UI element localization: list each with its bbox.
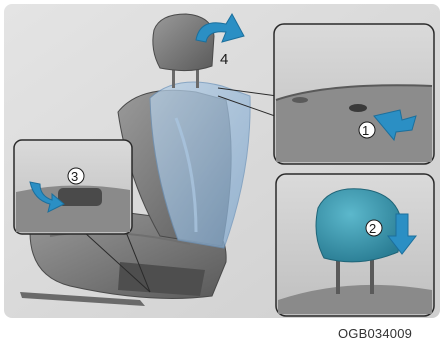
step-3-number: 3: [71, 169, 78, 184]
inset-recline-lever: [14, 140, 132, 234]
inset-headrest: [276, 174, 434, 316]
step-1-number: 1: [362, 123, 369, 138]
step-2-number: 2: [369, 221, 376, 236]
step-4-number: 4: [220, 51, 228, 68]
headrest-highlighted: [316, 189, 402, 262]
inset-release-button: [274, 24, 434, 164]
release-button: [349, 104, 367, 112]
recline-lever: [58, 188, 102, 206]
headrest: [153, 14, 214, 71]
figure-code: OGB034009: [338, 326, 412, 341]
